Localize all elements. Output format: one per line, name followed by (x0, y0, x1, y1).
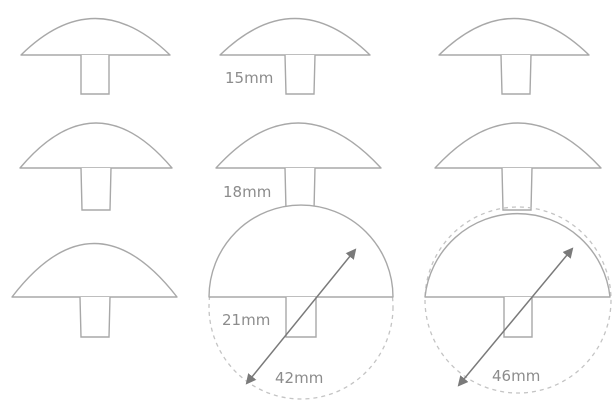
stem-length-18mm-label: 18mm (223, 183, 271, 201)
dashed-diameter-circle (424, 206, 612, 394)
stem-length-15mm-label: 15mm (225, 69, 273, 87)
stem-length-21mm-label: 21mm (222, 311, 270, 329)
cap-row1-col3 (438, 17, 590, 95)
diameter-42mm-label: 42mm (275, 369, 323, 387)
diameter-46-arrow (457, 247, 574, 387)
cap-row2-col3 (434, 122, 602, 211)
cap-row3-col3 (424, 206, 612, 394)
cap-row1-col1 (20, 17, 171, 95)
cap-row2-col1 (19, 122, 173, 211)
diameter-46mm-label: 46mm (492, 367, 540, 385)
diameter-42-arrow (245, 248, 357, 385)
cap-row3-col1 (11, 242, 178, 338)
cap-row1-col2 (219, 17, 371, 95)
